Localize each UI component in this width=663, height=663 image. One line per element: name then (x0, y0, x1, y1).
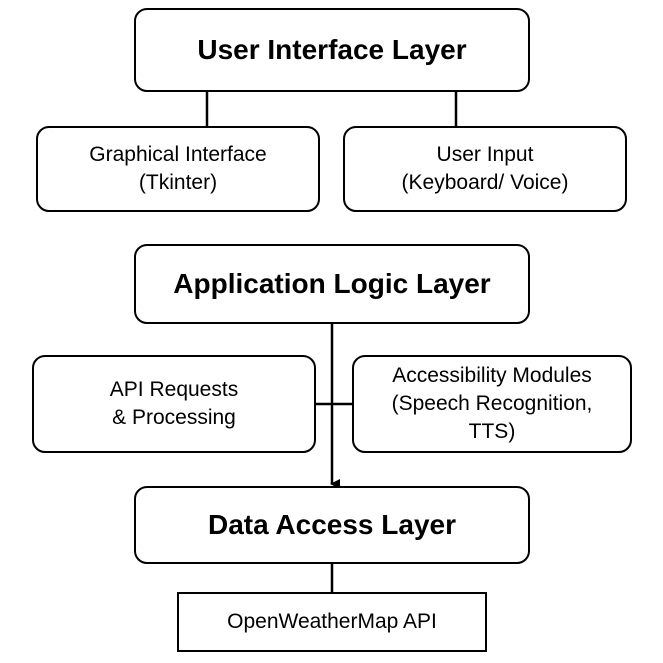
user-input-label: User Input (Keyboard/ Voice) (401, 143, 569, 194)
user-interface-layer-title: User Interface Layer (197, 34, 467, 65)
user-interface-layer-box: User Interface Layer (134, 8, 530, 92)
openweathermap-api-label: OpenWeatherMap API (227, 610, 437, 633)
application-logic-layer-box: Application Logic Layer (134, 244, 530, 324)
data-access-layer-title: Data Access Layer (207, 509, 456, 540)
graphical-interface-label: Graphical Interface (Tkinter) (89, 143, 267, 194)
api-requests-label: API Requests & Processing (109, 378, 239, 429)
accessibility-modules-box: Accessibility Modules (Speech Recognitio… (352, 355, 632, 453)
openweathermap-api-box: OpenWeatherMap API (177, 592, 487, 652)
user-input-box: User Input (Keyboard/ Voice) (343, 126, 627, 212)
api-requests-box: API Requests & Processing (32, 355, 316, 453)
application-logic-layer-title: Application Logic Layer (173, 268, 491, 299)
graphical-interface-box: Graphical Interface (Tkinter) (36, 126, 320, 212)
data-access-layer-box: Data Access Layer (134, 486, 530, 564)
accessibility-modules-label: Accessibility Modules (Speech Recognitio… (391, 364, 593, 443)
